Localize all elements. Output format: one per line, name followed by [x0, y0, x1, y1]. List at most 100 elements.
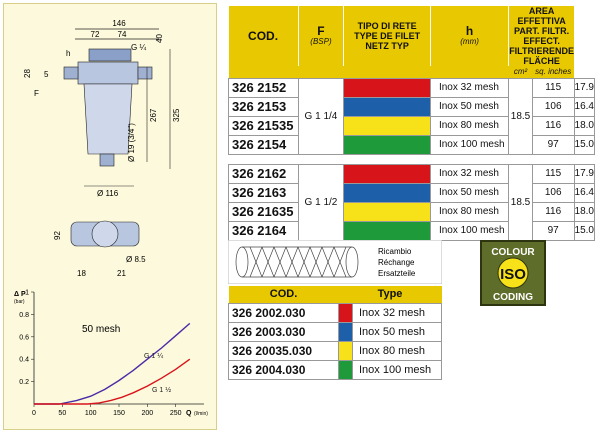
row-code: 326 2164 — [228, 220, 299, 241]
row-mesh: Inox 100 mesh — [429, 220, 510, 241]
row-cm2: 97 — [531, 220, 575, 241]
spare-code: 326 20035.030 — [228, 340, 339, 361]
mesh-color-swatch — [343, 182, 431, 203]
row-h: 18.5 — [508, 163, 533, 241]
row-sqin: 18.0 — [573, 115, 596, 136]
x-axis-label: Q — [186, 410, 192, 417]
y-tick-label: 0.4 — [19, 357, 29, 364]
codes-table: COD. F (BSP) TIPO DI RETE TYPE DE FILET … — [228, 6, 596, 241]
spare-part-box: Ricambio Réchange Ersatzteile — [227, 239, 443, 285]
drawing-panel: 146 72 74 G ¼ h 40 28 5 F 267 325 Ø 19 (… — [3, 3, 217, 430]
subheader-spacer — [228, 66, 509, 78]
inlet-port — [63, 66, 79, 80]
dim-92: 92 — [53, 231, 62, 240]
y-axis-unit: (bar) — [14, 299, 25, 305]
spare-mesh: Inox 80 mesh — [352, 340, 442, 361]
series-line-2 — [87, 358, 191, 405]
dim-phi116: Ø 116 — [97, 189, 119, 198]
col-header-cod: COD. — [228, 6, 299, 66]
spare-row: 326 2002.030 Inox 32 mesh — [228, 302, 442, 323]
cartridge-icon — [235, 246, 359, 278]
col-header-rete: TIPO DI RETE TYPE DE FILET NETZ TYP — [343, 6, 431, 66]
dim-74: 74 — [118, 30, 127, 39]
group-gap — [228, 154, 595, 164]
series-line-1 — [59, 322, 191, 405]
spare-cartridge-drawing: Ricambio Réchange Ersatzteile — [227, 239, 443, 285]
area-de: FILTRIERENDE FLÄCHE — [509, 46, 575, 66]
iso-yellow-disc — [497, 257, 529, 289]
row-sqin: 18.0 — [573, 201, 596, 222]
filter-bowl — [83, 83, 133, 155]
dim-f: F — [34, 89, 39, 98]
row-cm2: 116 — [531, 201, 575, 222]
dim-5: 5 — [44, 70, 49, 79]
x-axis-unit: (l/min) — [194, 411, 208, 417]
row-sqin: 15.0 — [573, 134, 596, 155]
col-header-f-label: F — [317, 23, 325, 38]
y-tick-label: 1 — [25, 290, 29, 297]
row-cm2: 115 — [531, 163, 575, 184]
iso-colour-coding-badge: COLOUR ISO CODING — [480, 240, 546, 306]
series-label-2: G 1 ½ — [152, 386, 171, 394]
dim-267: 267 — [149, 108, 158, 122]
row-h: 18.5 — [508, 77, 533, 155]
row-sqin: 17.9 — [573, 77, 596, 98]
spare-row: 326 20035.030 Inox 80 mesh — [228, 340, 442, 361]
row-cm2: 97 — [531, 134, 575, 155]
dim-40: 40 — [155, 34, 164, 43]
y-tick-label: 0.2 — [19, 379, 29, 386]
mesh-color-swatch — [338, 302, 353, 323]
row-sqin: 17.9 — [573, 163, 596, 184]
iso-bottom-label: CODING — [493, 292, 533, 303]
col-header-f-sub: (BSP) — [310, 36, 332, 46]
row-sqin: 16.4 — [573, 96, 596, 117]
x-tick-label: 250 — [170, 410, 182, 417]
filter-cap — [88, 48, 132, 62]
mesh-color-swatch — [343, 220, 431, 241]
row-mesh: Inox 100 mesh — [429, 134, 510, 155]
mesh-color-swatch — [338, 359, 353, 380]
col-header-h-label: h — [465, 23, 474, 38]
dim-21: 21 — [117, 269, 126, 278]
x-tick-label: 0 — [32, 410, 36, 417]
mesh-color-swatch — [338, 321, 353, 342]
mesh-color-swatch — [338, 340, 353, 361]
spare-mesh: Inox 50 mesh — [352, 321, 442, 342]
spare-code: 326 2003.030 — [228, 321, 339, 342]
dim-h: h — [66, 49, 70, 58]
row-code: 326 2154 — [228, 134, 299, 155]
spare-code: 326 2002.030 — [228, 302, 339, 323]
mesh-color-swatch — [343, 96, 431, 117]
row-mesh: Inox 32 mesh — [429, 77, 510, 98]
col-header-cm2: cm² — [508, 66, 533, 78]
x-tick-label: 50 — [58, 410, 66, 417]
dim-28: 28 — [23, 69, 32, 78]
dim-146: 146 — [112, 19, 126, 28]
series-label-1: G 1 ¼ — [144, 353, 163, 360]
row-cm2: 115 — [531, 77, 575, 98]
y-tick-label: 0.6 — [19, 334, 29, 341]
spare-code: 326 2004.030 — [228, 359, 339, 380]
y-tick-label: 0.8 — [19, 312, 29, 319]
spare-label-fr: Réchange — [378, 258, 415, 267]
x-tick-label: 200 — [141, 410, 153, 417]
row-sqin: 16.4 — [573, 182, 596, 203]
iso-top-label: COLOUR — [491, 247, 535, 258]
x-tick-label: 100 — [85, 410, 97, 417]
col-header-sqin: sq. inches — [532, 66, 575, 78]
mesh-color-swatch — [343, 115, 431, 136]
row-code: 326 2162 — [228, 163, 299, 184]
row-code: 326 2152 — [228, 77, 299, 98]
spare-mesh: Inox 32 mesh — [352, 302, 442, 323]
col-header-h-sub: (mm) — [460, 36, 479, 46]
mesh-color-swatch — [343, 77, 431, 98]
rete-de: NETZ TYP — [365, 41, 409, 51]
